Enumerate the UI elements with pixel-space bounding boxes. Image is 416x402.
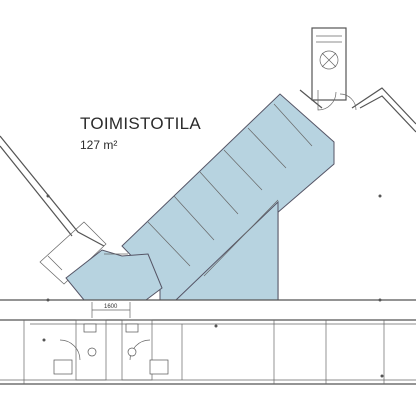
room-area: 127 m² [80,138,118,152]
ventilation-shaft [311,27,357,111]
left-room [39,221,107,285]
fan-icon [319,50,339,70]
room-name: TOIMISTOTILA [80,114,202,133]
restrooms [53,302,169,381]
corridor [0,299,416,385]
annotation-dots [42,194,384,378]
corridor-dimension: 1600 [104,304,118,310]
door-swing-icon [317,90,337,111]
